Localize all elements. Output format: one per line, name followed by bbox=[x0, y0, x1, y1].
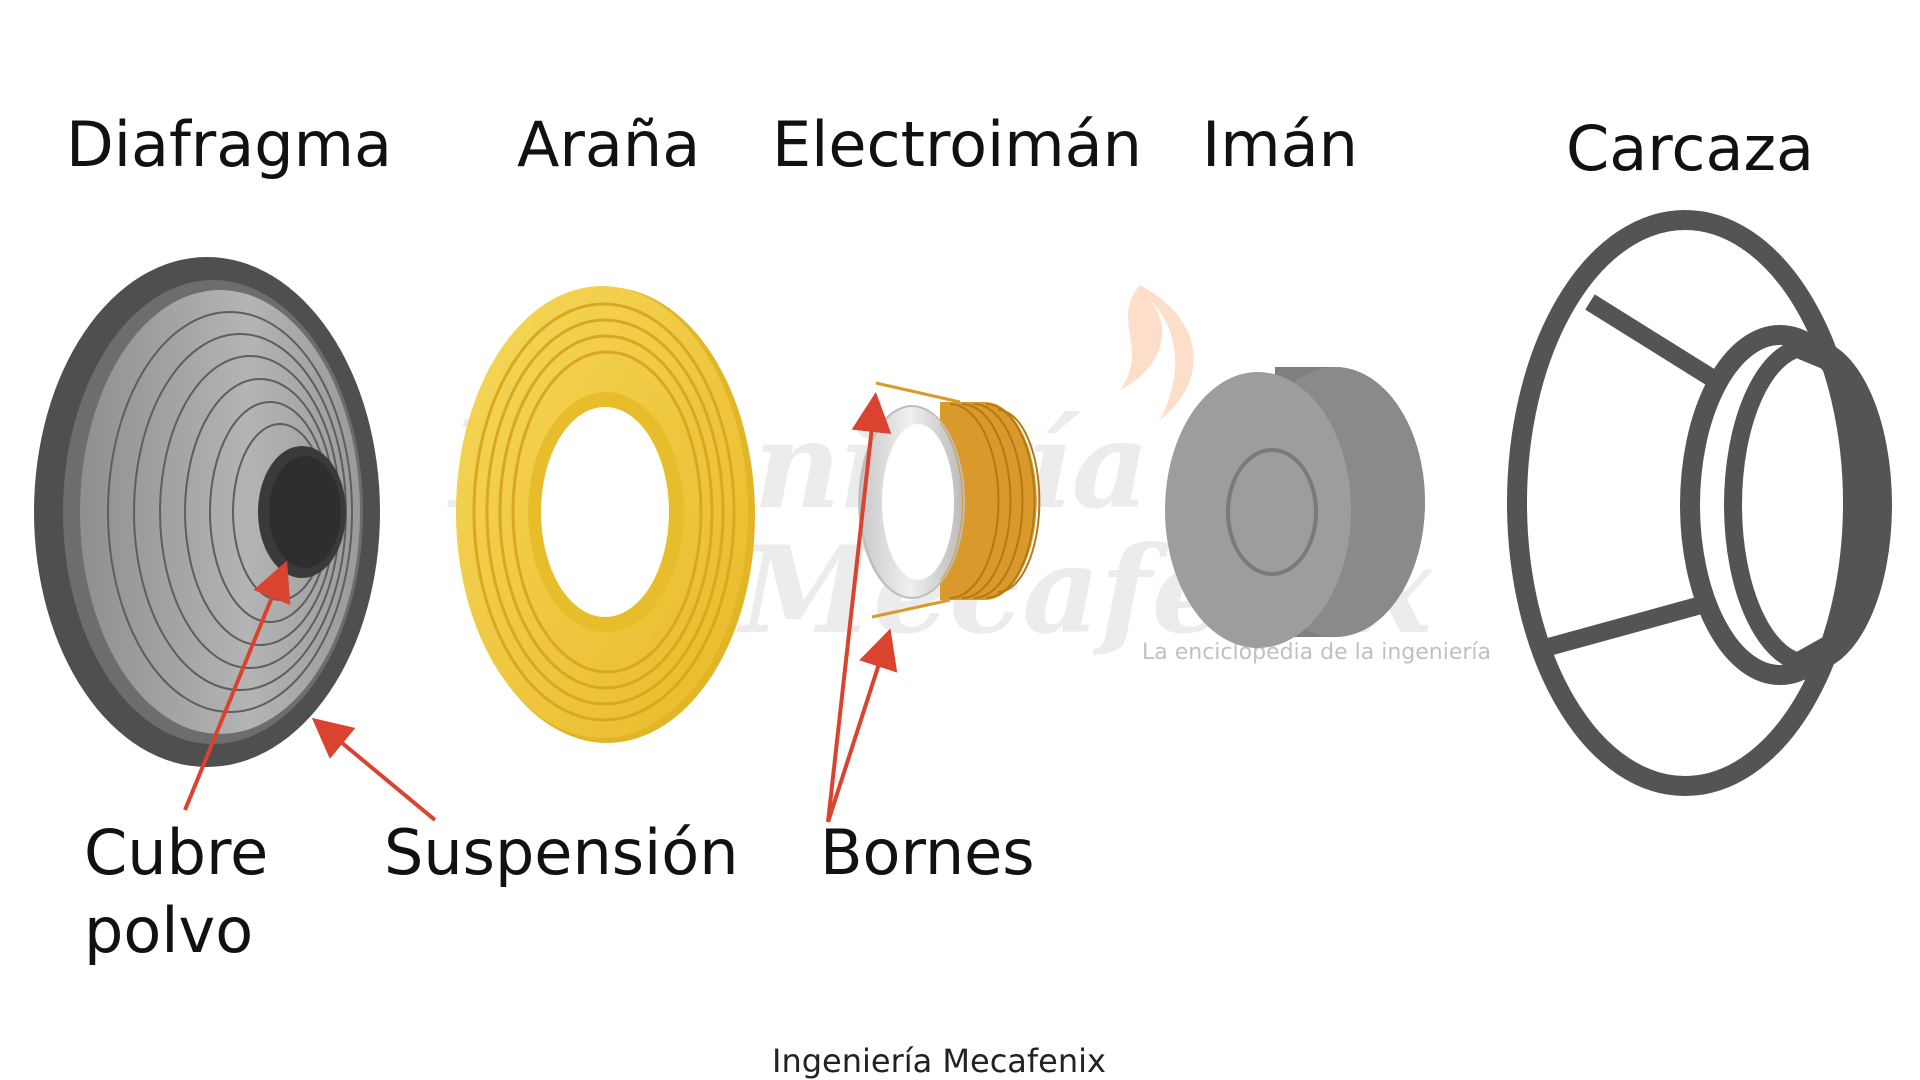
watermark-tagline: La enciclopedia de la ingeniería bbox=[1142, 640, 1492, 665]
terminal-leads bbox=[871, 381, 961, 619]
label-carcaza: Carcaza bbox=[1566, 112, 1815, 185]
frame-basket bbox=[1507, 210, 1892, 796]
label-suspension: Suspensión bbox=[384, 816, 739, 889]
footer-credit: Ingeniería Mecafenix bbox=[772, 1042, 1106, 1080]
label-cubre-line2: polvo bbox=[84, 894, 254, 967]
arrow-cubre-polvo bbox=[183, 560, 291, 811]
label-diafragma: Diafragma bbox=[66, 108, 393, 181]
watermark-flame-icon bbox=[1120, 285, 1194, 420]
label-bornes: Bornes bbox=[820, 816, 1035, 889]
arrow-bornes-top bbox=[826, 392, 892, 823]
magnet bbox=[1165, 367, 1425, 648]
label-cubre-line1: Cubre bbox=[84, 816, 269, 889]
spider bbox=[456, 286, 755, 743]
diaphragm-cone bbox=[34, 257, 380, 767]
voice-coil bbox=[858, 402, 1041, 600]
dust-cap bbox=[258, 446, 346, 578]
label-iman: Imán bbox=[1202, 108, 1358, 181]
arrow-suspension bbox=[311, 717, 437, 822]
label-electroiman: Electroimán bbox=[772, 108, 1142, 181]
callout-arrows bbox=[183, 392, 898, 823]
label-cubre-polvo: Cubre polvo bbox=[84, 814, 268, 970]
arrow-bornes-bottom bbox=[826, 628, 898, 823]
label-arana: Araña bbox=[517, 108, 701, 181]
